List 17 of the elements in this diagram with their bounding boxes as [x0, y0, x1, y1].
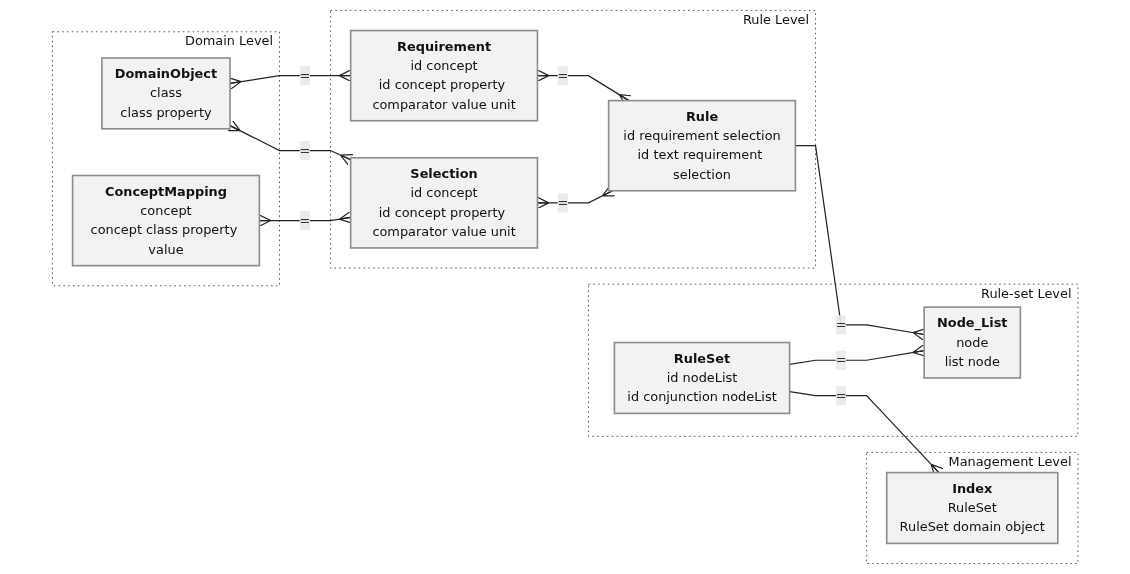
edge-label: =: [299, 142, 311, 158]
node-box: Rule id requirement selection id text requirement selection: [607, 99, 797, 192]
edge-label: =: [557, 67, 569, 83]
node-box: Index RuleSet RuleSet domain object: [885, 471, 1059, 545]
connector: [226, 120, 354, 166]
edge-label: =: [835, 316, 847, 333]
edge-label: =: [835, 387, 847, 403]
edge-label: =: [299, 67, 311, 83]
edge-label: =: [835, 352, 847, 368]
node-box: Node_List node list node: [923, 306, 1021, 379]
node-box: DomainObject class class property: [100, 57, 231, 130]
edge-label: =: [557, 194, 569, 211]
node-box: Selection id concept id concept property comparator value unit: [349, 156, 539, 249]
node-box: Requirement id concept id concept property comparator value unit: [349, 29, 539, 122]
edge-label: =: [299, 212, 311, 228]
node-box: RuleSet id nodeList id conjunction nodeList: [613, 341, 791, 415]
node-box: ConceptMapping concept concept class property value: [71, 174, 260, 267]
